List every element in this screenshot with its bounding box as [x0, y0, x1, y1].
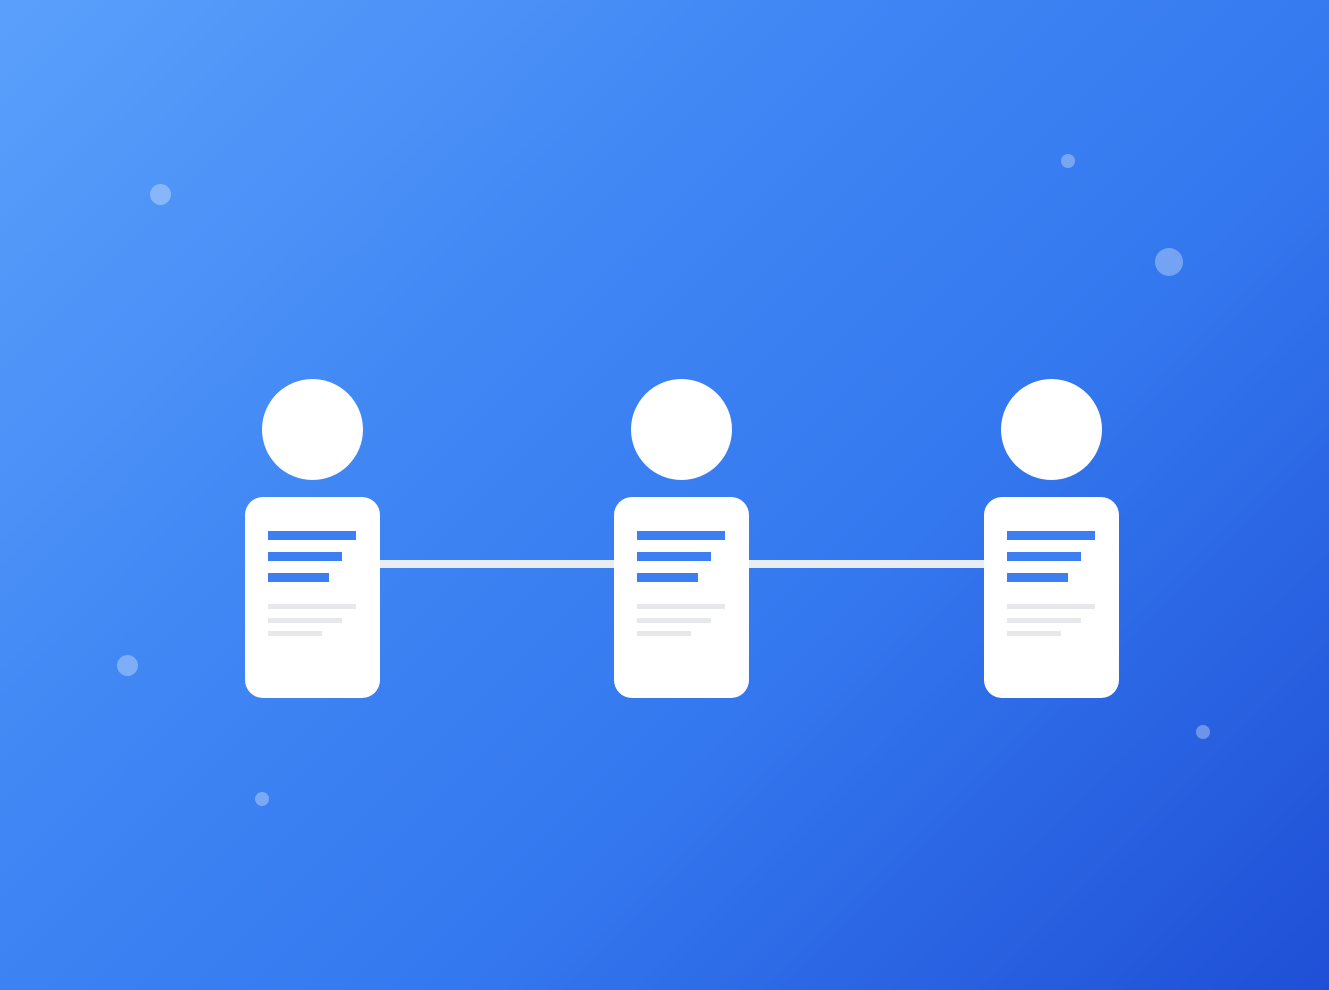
connector-line-1-2 — [378, 560, 616, 568]
card-title-bar — [637, 552, 711, 561]
card-text-line — [1007, 618, 1081, 623]
profile-card-icon — [984, 497, 1119, 698]
card-text-line — [637, 631, 691, 636]
profile-card-icon — [245, 497, 380, 698]
card-text-line — [268, 604, 356, 609]
decorative-dot — [1155, 248, 1183, 276]
person-head-icon — [631, 379, 732, 480]
card-text-line — [268, 618, 342, 623]
card-title-bar — [1007, 531, 1095, 540]
person-node-3 — [984, 379, 1119, 699]
card-text-line — [1007, 604, 1095, 609]
card-title-bar — [637, 573, 698, 582]
profile-card-icon — [614, 497, 749, 698]
decorative-dot — [150, 184, 171, 205]
decorative-dot — [255, 792, 269, 806]
card-text-line — [1007, 631, 1061, 636]
decorative-dot — [1061, 154, 1075, 168]
decorative-dot — [117, 655, 138, 676]
person-node-1 — [245, 379, 380, 699]
connector-line-2-3 — [747, 560, 986, 568]
person-head-icon — [1001, 379, 1102, 480]
card-text-line — [637, 618, 711, 623]
card-title-bar — [268, 531, 356, 540]
card-title-bar — [637, 531, 725, 540]
person-node-2 — [614, 379, 749, 699]
card-title-bar — [1007, 552, 1081, 561]
card-title-bar — [1007, 573, 1068, 582]
person-head-icon — [262, 379, 363, 480]
card-title-bar — [268, 573, 329, 582]
card-text-line — [637, 604, 725, 609]
decorative-dot — [1196, 725, 1210, 739]
card-title-bar — [268, 552, 342, 561]
card-text-line — [268, 631, 322, 636]
